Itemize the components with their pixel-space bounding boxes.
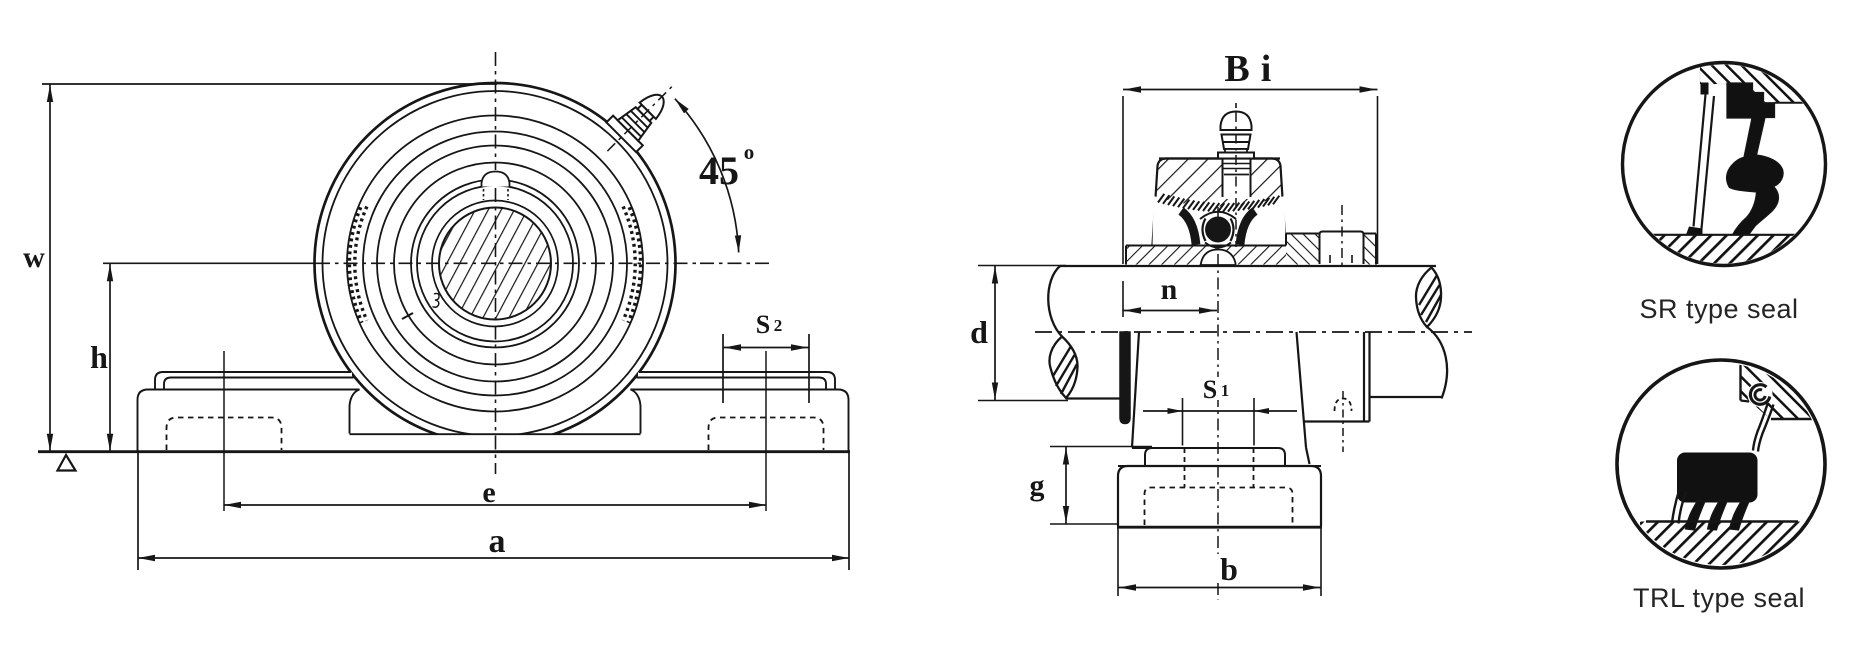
svg-text:B: B: [1224, 48, 1249, 90]
svg-text:e: e: [482, 476, 495, 509]
svg-text:h: h: [90, 339, 108, 375]
svg-text:i: i: [1261, 48, 1272, 90]
svg-text:45: 45: [699, 148, 739, 193]
svg-text:o: o: [744, 140, 755, 164]
svg-text:S: S: [756, 310, 770, 339]
svg-text:a: a: [489, 523, 506, 560]
svg-text:w: w: [23, 241, 45, 274]
svg-text:SR type seal: SR type seal: [1639, 294, 1798, 324]
svg-text:S: S: [1203, 375, 1217, 404]
svg-text:TRL type seal: TRL type seal: [1633, 583, 1805, 613]
svg-text:g: g: [1030, 469, 1045, 502]
svg-text:d: d: [970, 314, 988, 350]
svg-text:b: b: [1220, 551, 1238, 587]
svg-text:n: n: [1161, 273, 1178, 306]
svg-text:1: 1: [1221, 381, 1230, 400]
svg-text:2: 2: [774, 316, 783, 335]
